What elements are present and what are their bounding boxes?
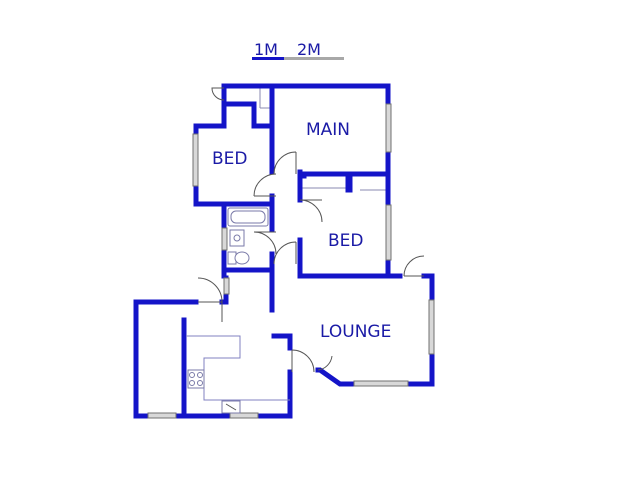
walls xyxy=(133,83,435,419)
room-label-bed-2: BED xyxy=(328,231,364,251)
toilet-icon xyxy=(234,251,250,265)
doors xyxy=(197,87,425,373)
door-entrance xyxy=(211,87,225,101)
window-kitchen-1 xyxy=(147,412,177,419)
scale-bar: 1M 2M xyxy=(252,40,344,60)
bathroom-fixtures xyxy=(227,207,269,265)
room-label-bed-1: BED xyxy=(212,149,248,169)
door-passage xyxy=(273,241,297,265)
window-lounge-right xyxy=(428,299,435,355)
door-lounge-right xyxy=(403,255,425,277)
window-main xyxy=(385,103,392,153)
door-lounge-left xyxy=(291,349,315,373)
door-bed-1 xyxy=(253,173,277,197)
room-label-main: MAIN xyxy=(306,120,350,140)
window-kitchen-2 xyxy=(229,412,259,419)
windows xyxy=(147,103,435,419)
window-bed-2 xyxy=(385,204,392,261)
scale-label-2m: 2M xyxy=(297,40,321,59)
door-kitchen xyxy=(197,277,223,322)
scale-bar-segment-1 xyxy=(252,57,284,60)
window-bathroom xyxy=(221,227,228,251)
door-main xyxy=(273,151,297,175)
window-lounge-bottom xyxy=(353,380,409,387)
scale-bar-segment-2 xyxy=(284,57,344,60)
kitchen-counter xyxy=(186,335,290,401)
kitchen-fixtures xyxy=(186,335,290,414)
window-passage xyxy=(223,277,230,295)
door-lounge-bottom xyxy=(317,355,333,371)
room-label-lounge: LOUNGE xyxy=(320,322,391,342)
door-bathroom xyxy=(253,231,277,255)
window-bed-1 xyxy=(192,133,199,187)
door-bed-2 xyxy=(299,199,323,223)
scale-label-1m: 1M xyxy=(254,40,278,59)
